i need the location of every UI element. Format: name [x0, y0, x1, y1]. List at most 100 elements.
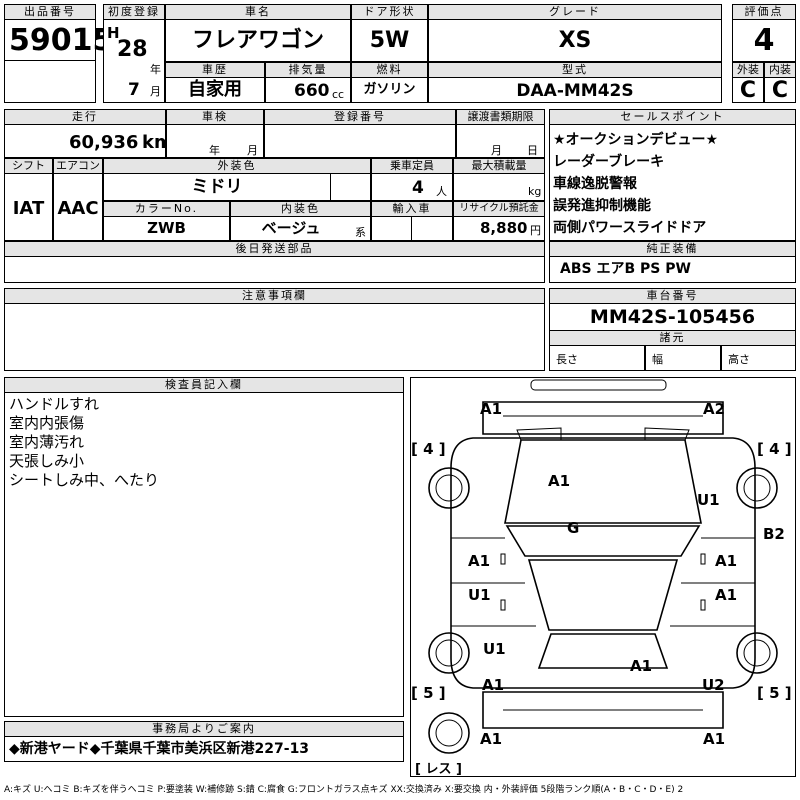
- tire-fl-label: [ 4 ]: [411, 440, 446, 458]
- grade-header: グレード: [428, 4, 722, 20]
- damage-mark: A1: [480, 400, 503, 418]
- office-note: ◆新港ヤード◆千葉県千葉市美浜区新港227-13: [9, 741, 310, 757]
- spec-length-label: 長さ: [556, 353, 578, 366]
- damage-mark: U1: [483, 640, 506, 658]
- history-cell: 自家用: [165, 77, 265, 103]
- damage-mark: G: [567, 519, 580, 537]
- inspector-notes-cell: ハンドルすれ 室内内張傷 室内薄汚れ 天張しみ小 シートしみ中、へたり: [4, 392, 404, 717]
- color-header: 外装色: [103, 158, 371, 174]
- damage-mark: B2: [763, 525, 785, 543]
- door-header: ドア形状: [351, 4, 428, 20]
- interior-cell: C: [764, 77, 796, 103]
- color-no-cell: ZWB: [103, 216, 230, 241]
- max-load-unit: kg: [528, 185, 542, 198]
- door-cell: 5W: [351, 19, 428, 62]
- recycle-header: リサイクル預託金: [453, 201, 545, 217]
- damage-mark: U2: [702, 676, 725, 694]
- displacement-cell: 660 cc: [265, 77, 351, 103]
- recycle-cell: 8,880 円: [453, 216, 545, 241]
- office-header: 事務局よりご案内: [4, 721, 404, 737]
- mileage-cell: 60,936 km: [4, 124, 173, 158]
- damage-mark: A1: [482, 676, 505, 694]
- tire-rl-label: [ 5 ]: [411, 684, 446, 702]
- doc-deadline-header: 譲渡書類期限: [456, 109, 545, 125]
- lot-number-cell: 59015: [4, 19, 113, 61]
- notes-cell: [4, 303, 545, 371]
- damage-mark: A1: [548, 472, 571, 490]
- first-reg-header: 初度登録: [103, 4, 165, 20]
- reg-year: 28: [117, 37, 148, 62]
- recycle: 8,880: [480, 219, 528, 237]
- import-cell-2: [411, 216, 453, 241]
- sales-point: 誤発進抑制機能: [553, 198, 651, 214]
- score-header: 評価点: [732, 4, 796, 20]
- inspector-note: 室内内張傷: [9, 414, 85, 432]
- damage-mark: A1: [715, 552, 738, 570]
- spec-width-cell: 幅: [645, 345, 721, 371]
- doc-day-unit: 日: [527, 144, 538, 157]
- sales-point: ★オークションデビュー★: [553, 132, 719, 148]
- interior-header: 内装: [764, 62, 796, 78]
- damage-legend: A:キズ U:ヘコミ B:キズを伴うヘコミ P:要塗装 W:補修跡 S:錆 C:…: [4, 785, 684, 795]
- inspection-header: 車検: [166, 109, 264, 125]
- later-parts-cell: [4, 256, 545, 283]
- sales-header: セールスポイント: [549, 109, 796, 125]
- tire-fr-label: [ 4 ]: [757, 440, 792, 458]
- shift: IAT: [12, 198, 45, 219]
- history-header: 車歴: [165, 62, 265, 78]
- inspector-note: シートしみ中、へたり: [9, 471, 160, 489]
- exterior-grade: C: [739, 78, 757, 103]
- mileage-unit: km: [142, 132, 173, 153]
- capacity-unit: 人: [436, 185, 447, 198]
- max-load-cell: kg: [453, 173, 545, 201]
- damage-mark: A1: [630, 657, 653, 675]
- displacement-unit: cc: [332, 88, 345, 101]
- spec-length-cell: 長さ: [549, 345, 645, 371]
- inspector-note: ハンドルすれ: [9, 395, 100, 413]
- damage-mark: A1: [468, 552, 491, 570]
- interior-grade: C: [771, 78, 789, 103]
- car-diagram-frame: [ 4 ] [ 4 ] [ 5 ] [ 5 ] [ レス ] A1 A2 A1 …: [410, 377, 796, 777]
- shift-header: シフト: [4, 158, 53, 174]
- score-cell: 4: [732, 19, 796, 62]
- sales-point: レーダーブレーキ: [553, 154, 665, 170]
- equipment-header: 純正装備: [549, 241, 796, 257]
- damage-mark: U1: [468, 586, 491, 604]
- ac-cell: AAC: [53, 173, 103, 241]
- score: 4: [753, 23, 775, 58]
- doc-deadline-cell: 月 日: [456, 124, 545, 158]
- chassis-header: 車台番号: [549, 288, 796, 304]
- damage-mark: A1: [480, 730, 503, 748]
- interior-color-header: 内装色: [230, 201, 371, 217]
- spec-height-label: 高さ: [728, 353, 750, 366]
- import-header: 輸入車: [371, 201, 453, 217]
- max-load-header: 最大積載量: [453, 158, 545, 174]
- reg-month: 7: [128, 80, 140, 100]
- lot-number: 59015: [9, 23, 114, 58]
- chassis-number: MM42S-105456: [589, 306, 756, 328]
- chassis-cell: MM42S-105456: [549, 303, 796, 331]
- type-cell: DAA-MM42S: [428, 77, 722, 103]
- spec-header: 諸元: [549, 330, 796, 346]
- grade-cell: XS: [428, 19, 722, 62]
- equipment-cell: ABS エアB PS PW: [549, 256, 796, 283]
- tire-rr-label: [ 5 ]: [757, 684, 792, 702]
- month-unit: 月: [150, 85, 161, 98]
- grade: XS: [558, 28, 592, 53]
- equipment: ABS エアB PS PW: [560, 261, 691, 277]
- capacity: 4: [412, 178, 424, 198]
- exterior-header: 外装: [732, 62, 764, 78]
- model: フレアワゴン: [191, 28, 324, 53]
- lot-number-header: 出品番号: [4, 4, 96, 20]
- inspector-note: 室内薄汚れ: [9, 433, 85, 451]
- interior-color-cell: ベージュ 系: [230, 216, 371, 241]
- fuel: ガソリン: [363, 82, 416, 97]
- type: DAA-MM42S: [516, 81, 634, 101]
- damage-mark: A1: [715, 586, 738, 604]
- capacity-cell: 4 人: [371, 173, 453, 201]
- ac-header: エアコン: [53, 158, 103, 174]
- inspection-year-unit: 年: [209, 144, 220, 157]
- sales-cell: ★オークションデビュー★ レーダーブレーキ 車線逸脱警報 誤発進抑制機能 両側パ…: [549, 124, 796, 241]
- inspection-month-unit: 月: [247, 144, 258, 157]
- model-cell: フレアワゴン: [165, 19, 351, 62]
